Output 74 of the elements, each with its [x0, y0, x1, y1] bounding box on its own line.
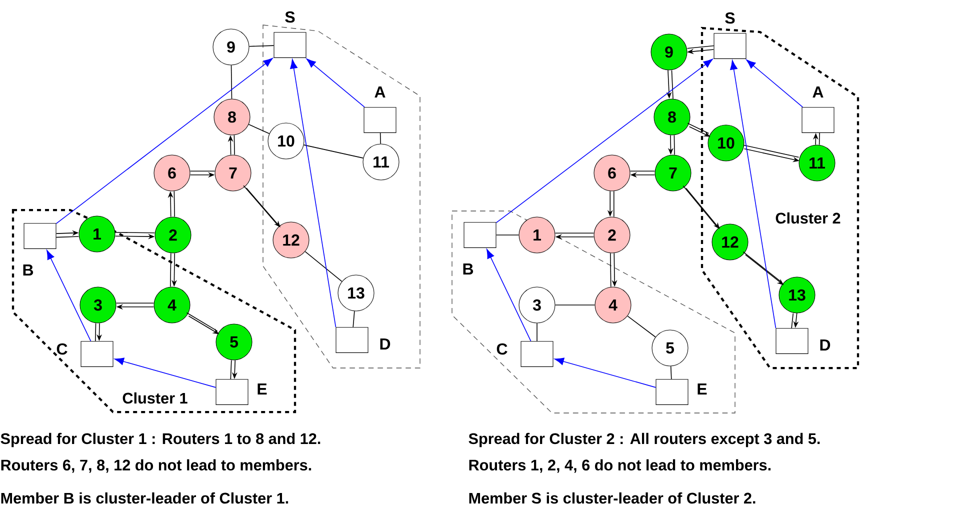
member-box — [776, 328, 808, 354]
arrow — [730, 60, 776, 328]
link-line — [674, 134, 675, 156]
link-line — [671, 70, 674, 100]
link-line — [248, 124, 270, 134]
member-box — [364, 107, 396, 133]
arrow — [114, 358, 216, 388]
arrow — [56, 58, 273, 224]
link-line — [303, 144, 364, 158]
link-line — [116, 302, 154, 304]
member-box — [216, 379, 248, 405]
arrow — [290, 59, 336, 328]
arrow — [486, 249, 532, 342]
link-line — [170, 252, 172, 288]
arrow — [46, 250, 92, 342]
member-box — [274, 32, 306, 58]
arrow — [554, 358, 656, 388]
member-label: E — [258, 384, 267, 394]
link-line — [95, 322, 96, 342]
member-label: A — [374, 86, 386, 98]
link-line — [352, 310, 355, 328]
note-text: Member B is cluster-leader of Cluster 1. — [1, 492, 288, 504]
member-label: B — [23, 264, 34, 276]
link-line — [56, 236, 80, 238]
member-label: B — [463, 264, 474, 274]
note-text: Routers 1, 2, 4, 6 do not lead to members. — [469, 459, 771, 473]
member-label: S — [285, 11, 295, 23]
member-box — [656, 379, 688, 405]
arrow — [496, 58, 713, 224]
note-text: Spread for Cluster 2 : All routers except 3 and 5. — [468, 432, 820, 448]
note-text: Routers 6, 7, 8, 12 do not lead to members. — [1, 459, 312, 473]
member-box — [714, 33, 746, 59]
arrow — [306, 58, 365, 108]
member-box — [802, 107, 834, 133]
member-box — [80, 341, 114, 367]
member-label: D — [380, 338, 390, 350]
link-line — [791, 312, 794, 329]
member-label: C — [496, 343, 508, 355]
member-label: C — [56, 343, 68, 355]
link-line — [190, 170, 216, 172]
member-label: S — [725, 12, 735, 24]
link-line — [610, 252, 612, 288]
link-line — [230, 360, 232, 380]
link-line — [554, 304, 596, 306]
cluster-name: Cluster 1 — [122, 392, 188, 404]
link-line — [687, 122, 710, 134]
link-line — [234, 134, 235, 156]
link-line — [670, 366, 672, 380]
link-line — [248, 45, 274, 47]
link-line — [496, 234, 520, 236]
link-line — [630, 170, 656, 172]
link-line — [174, 190, 175, 218]
member-label: A — [812, 86, 824, 98]
member-label: E — [698, 384, 707, 394]
member-box — [464, 222, 496, 248]
member-box — [336, 327, 368, 353]
link-line — [818, 132, 820, 146]
link-line — [627, 316, 656, 338]
link-line — [536, 322, 538, 342]
note-text: Member S is cluster-leader of Cluster 2. — [469, 492, 756, 504]
member-label: D — [820, 340, 830, 350]
member-box — [520, 341, 554, 367]
link-line — [380, 132, 381, 144]
link-line — [230, 64, 232, 100]
link-line — [186, 312, 218, 332]
link-line — [304, 251, 342, 282]
arrow — [746, 60, 804, 108]
link-line — [554, 232, 594, 234]
link-line — [686, 45, 714, 49]
note-text: Spread for Cluster 1 : Routers 1 to 8 and 12. — [0, 432, 320, 448]
cluster-name: Cluster 2 — [776, 212, 840, 224]
link-line — [114, 232, 156, 234]
link-line — [743, 144, 800, 158]
member-box — [24, 223, 56, 249]
